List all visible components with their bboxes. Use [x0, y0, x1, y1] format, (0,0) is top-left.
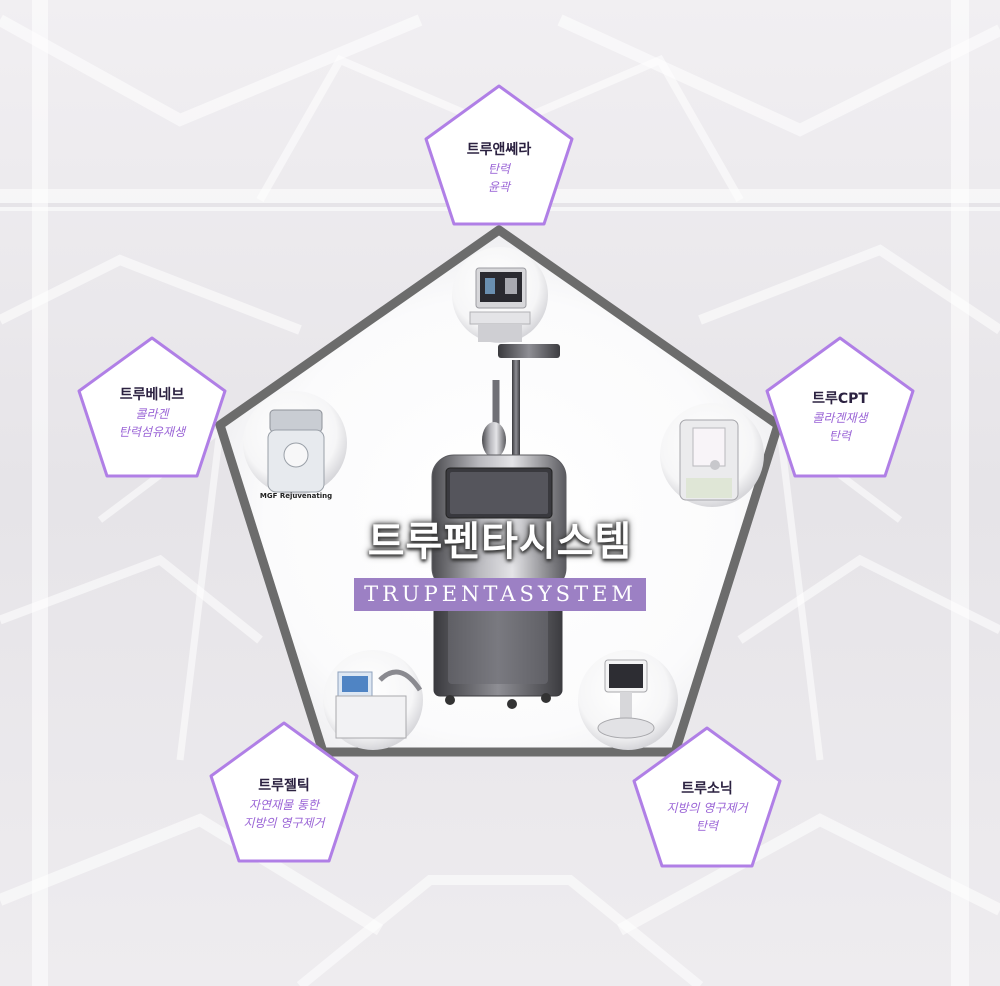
- center-title-block: 트루펜타시스템 TRUPENTASYSTEM: [330, 512, 670, 611]
- badge-shape-top: [424, 84, 574, 226]
- badge-desc-line: 지방의 영구제거: [666, 801, 748, 815]
- badge-left: 트루베네브 콜라겐 탄력섬유재생: [87, 385, 217, 441]
- product-label: MGF Rejuvenating: [260, 492, 332, 500]
- badge-desc-line: 콜라겐재생: [812, 411, 868, 425]
- badge-bottom-left: 트루젤틱 자연재물 통한 지방의 영구제거: [219, 776, 349, 832]
- main-device-illustration: [431, 344, 567, 709]
- device-thumbnails: [243, 247, 764, 750]
- badge-desc-line: 자연재물 통한: [248, 798, 320, 812]
- badge-shape-left: [77, 336, 227, 478]
- device-badges: [77, 84, 915, 868]
- badge-shape-right: [765, 336, 915, 478]
- badge-bottom-right: 트루소닉 지방의 영구제거 탄력: [642, 779, 772, 835]
- badge-desc-line: 탄력: [828, 429, 852, 443]
- badge-right: 트루CPT 콜라겐재생 탄력: [775, 389, 905, 445]
- badge-name: 트루젤틱: [258, 778, 310, 794]
- badge-desc-line: 탄력섬유재생: [118, 425, 186, 439]
- badge-name: 트루소닉: [681, 781, 733, 797]
- badge-name: 트루CPT: [812, 391, 868, 407]
- badge-name: 트루앤쎄라: [466, 142, 532, 158]
- badge-desc-line: 지방의 영구제거: [243, 816, 325, 830]
- page-title: 트루펜타시스템: [367, 519, 633, 565]
- badge-desc-line: 윤곽: [487, 180, 511, 194]
- badge-shape-bottom-left: [209, 721, 359, 863]
- badge-desc-line: 탄력: [487, 162, 511, 176]
- badge-desc-line: 콜라겐: [135, 407, 169, 421]
- badge-name: 트루베네브: [119, 387, 185, 403]
- badge-desc-line: 탄력: [695, 819, 719, 833]
- page-subtitle: TRUPENTASYSTEM: [354, 578, 646, 611]
- badge-top: 트루앤쎄라 탄력 윤곽: [434, 140, 564, 196]
- badge-shape-bottom-right: [632, 726, 782, 868]
